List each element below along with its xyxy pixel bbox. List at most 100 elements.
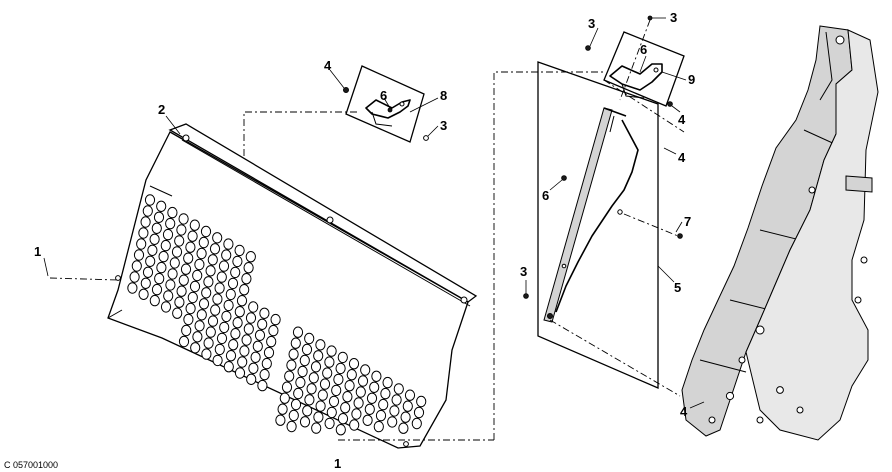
perforation-hole <box>200 225 212 238</box>
perforation-hole <box>234 367 246 379</box>
perforation-hole <box>133 249 145 261</box>
perforation-hole <box>223 238 234 250</box>
perforation-hole <box>243 262 254 274</box>
perforation-hole <box>259 368 270 381</box>
perforation-hole <box>212 354 223 367</box>
perforation-hole <box>223 361 234 373</box>
perforation-hole <box>355 386 366 398</box>
perforation-hole <box>167 268 178 280</box>
perforation-hole <box>207 254 218 266</box>
perforation-hole <box>245 251 256 263</box>
perforation-hole <box>284 370 295 382</box>
perforation-hole <box>210 304 221 316</box>
perforation-hole <box>147 244 158 257</box>
callout-4-right-a: 4 <box>678 112 686 127</box>
perforation-hole <box>315 400 326 412</box>
perforation-hole <box>149 294 160 307</box>
perforation-hole <box>219 321 230 334</box>
perforation-hole <box>156 261 167 274</box>
perforation-hole <box>212 293 223 305</box>
perforation-hole <box>216 271 227 283</box>
perforation-hole <box>302 405 313 417</box>
perforation-hole <box>145 255 156 267</box>
perforation-hole <box>239 345 250 357</box>
perforation-hole <box>129 271 140 283</box>
perforation-hole <box>178 335 190 348</box>
callout-2: 2 <box>158 102 165 117</box>
perforation-hole <box>313 411 324 423</box>
perforation-hole <box>241 334 252 346</box>
perforation-hole <box>171 246 183 258</box>
perforation-hole <box>178 274 189 286</box>
perforation-hole <box>203 276 214 288</box>
perforation-hole <box>288 348 299 360</box>
perforation-hole <box>151 222 162 235</box>
perforation-hole <box>163 290 174 302</box>
perforation-hole <box>250 351 261 363</box>
perforation-hole <box>389 405 400 417</box>
perforation-hole <box>315 339 326 351</box>
perforation-hole <box>221 310 232 323</box>
perforation-hole <box>243 323 254 335</box>
callout-4-right-bottom: 4 <box>680 404 688 419</box>
side-plate <box>523 61 659 389</box>
callout-6-right-bracket: 6 <box>640 42 647 57</box>
perforation-holes <box>127 194 427 436</box>
perforation-hole <box>234 244 245 257</box>
perforation-hole <box>293 387 304 400</box>
perforation-hole <box>176 224 187 236</box>
perforation-hole <box>192 269 203 282</box>
perforation-hole <box>209 243 221 255</box>
perforation-hole <box>333 373 344 386</box>
perforation-hole <box>292 326 304 338</box>
perforation-hole <box>275 414 286 426</box>
perforation-hole <box>364 403 375 415</box>
perforation-hole <box>214 343 225 356</box>
perforation-hole <box>154 272 165 285</box>
perforation-hole <box>151 283 163 296</box>
perforation-hole <box>236 295 248 307</box>
perforation-hole <box>311 422 322 434</box>
perforation-hole <box>366 392 378 404</box>
perforation-hole <box>198 298 210 310</box>
perforation-hole <box>328 395 340 408</box>
callout-3-right-top-a: 3 <box>588 16 595 31</box>
perforation-hole <box>353 397 364 409</box>
perforation-hole <box>371 370 382 382</box>
perforation-hole <box>286 420 297 433</box>
perforation-hole <box>360 364 371 376</box>
perforation-hole <box>270 313 281 326</box>
perforation-hole <box>158 250 169 263</box>
perforation-hole <box>165 279 176 291</box>
perforation-hole <box>346 369 357 381</box>
perforation-hole <box>190 342 201 354</box>
perforation-hole <box>196 309 207 321</box>
perforation-hole <box>205 326 216 338</box>
perforation-hole <box>382 376 393 389</box>
perforation-hole <box>324 356 335 368</box>
callout-4-right-b: 4 <box>678 150 686 165</box>
perforation-hole <box>248 362 259 374</box>
perforation-hole <box>194 258 205 271</box>
perforation-hole <box>207 315 219 327</box>
perforation-hole <box>342 391 353 403</box>
callout-9: 9 <box>688 72 695 87</box>
perforation-hole <box>362 414 373 426</box>
perforation-hole <box>183 252 194 264</box>
perforation-hole <box>324 417 335 430</box>
callout-3-right-top-b: 3 <box>670 10 677 25</box>
perforation-hole <box>277 403 288 415</box>
perforation-hole <box>268 324 279 337</box>
perforation-hole <box>378 398 389 411</box>
perforation-hole <box>266 335 277 348</box>
perforation-hole <box>299 416 311 428</box>
perforation-hole <box>380 387 391 400</box>
perforation-hole <box>232 255 243 268</box>
perforation-hole <box>165 217 176 230</box>
perforation-hole <box>212 232 223 244</box>
perforation-hole <box>230 266 241 279</box>
perforation-hole <box>174 296 185 308</box>
perforation-hole <box>203 337 214 349</box>
perforation-hole <box>160 239 171 252</box>
perforation-hole <box>127 282 138 294</box>
